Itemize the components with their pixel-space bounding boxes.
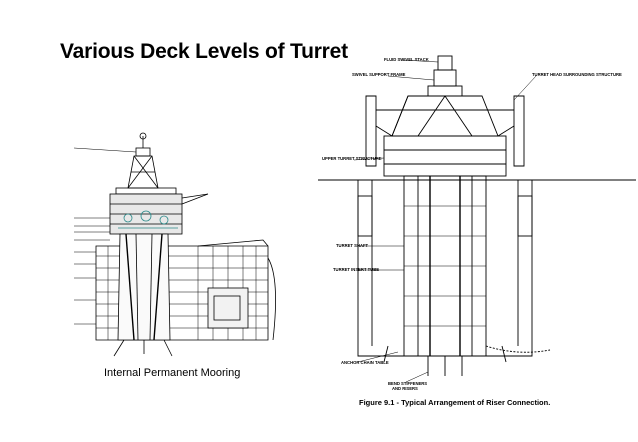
label-turret-insert-tube: TURRET INSERT TUBE bbox=[333, 267, 380, 272]
label-upper-turret-structure: UPPER TURRET STRUCTURE bbox=[322, 156, 382, 161]
right-figure-caption: Figure 9.1 - Typical Arrangement of Rise… bbox=[359, 398, 551, 407]
label-swivel-support-frame: SWIVEL SUPPORT FRAME bbox=[352, 72, 406, 77]
label-and-risers: AND RISERS bbox=[392, 386, 418, 391]
label-fluid-swivel-stack: FLUID SWIVEL STACK bbox=[384, 57, 429, 62]
left-figure-caption: Internal Permanent Mooring bbox=[104, 367, 241, 379]
internal-permanent-mooring-diagram bbox=[73, 132, 276, 357]
label-bend-stiffeners: BEND STIFFENERS bbox=[388, 381, 428, 386]
label-turret-shaft: TURRET SHAFT bbox=[336, 243, 369, 248]
riser-connection-diagram bbox=[318, 55, 636, 383]
label-anchor-chain-table: ANCHOR CHAIN TABLE bbox=[341, 360, 389, 365]
label-turret-head-surrounding-structure: TURRET HEAD SURROUNDING STRUCTURE bbox=[532, 72, 622, 77]
page-title: Various Deck Levels of Turret bbox=[60, 40, 348, 63]
